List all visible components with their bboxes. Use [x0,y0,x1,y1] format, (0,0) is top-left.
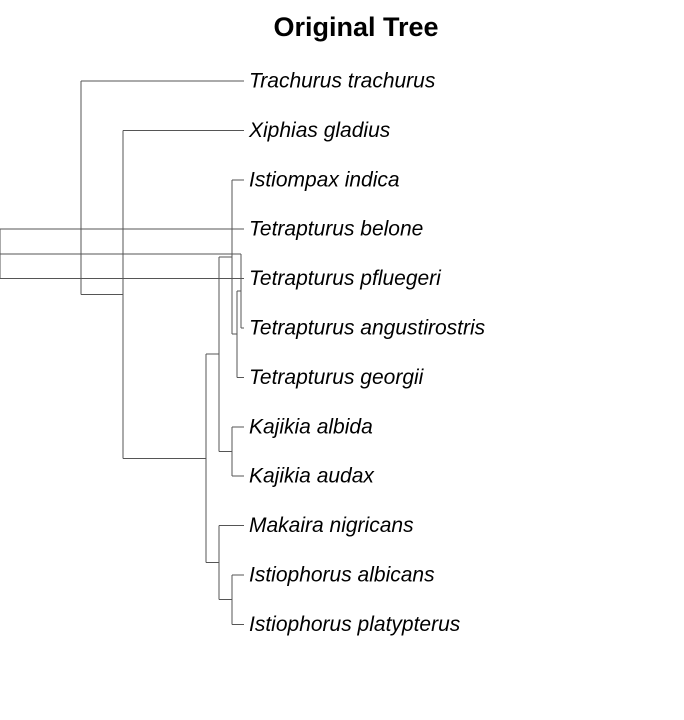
tree-branches [0,80,244,625]
tip-label: Makaira nigricans [249,514,414,537]
tip-label: Istiompax indica [249,168,400,191]
page-title: Original Tree [273,12,439,42]
tip-label: Istiophorus albicans [249,564,435,587]
tip-label: Istiophorus platypterus [249,613,461,636]
tip-label: Tetrapturus belone [249,218,423,241]
tip-label: Kajikia albida [249,415,373,438]
tip-label: Tetrapturus angustirostris [249,317,486,340]
tip-label: Tetrapturus pfluegeri [249,267,442,290]
tip-label: Tetrapturus georgii [249,366,425,389]
tip-label: Xiphias gladius [248,119,391,142]
tip-label: Kajikia audax [249,465,375,488]
tip-label: Trachurus trachurus [249,70,436,93]
